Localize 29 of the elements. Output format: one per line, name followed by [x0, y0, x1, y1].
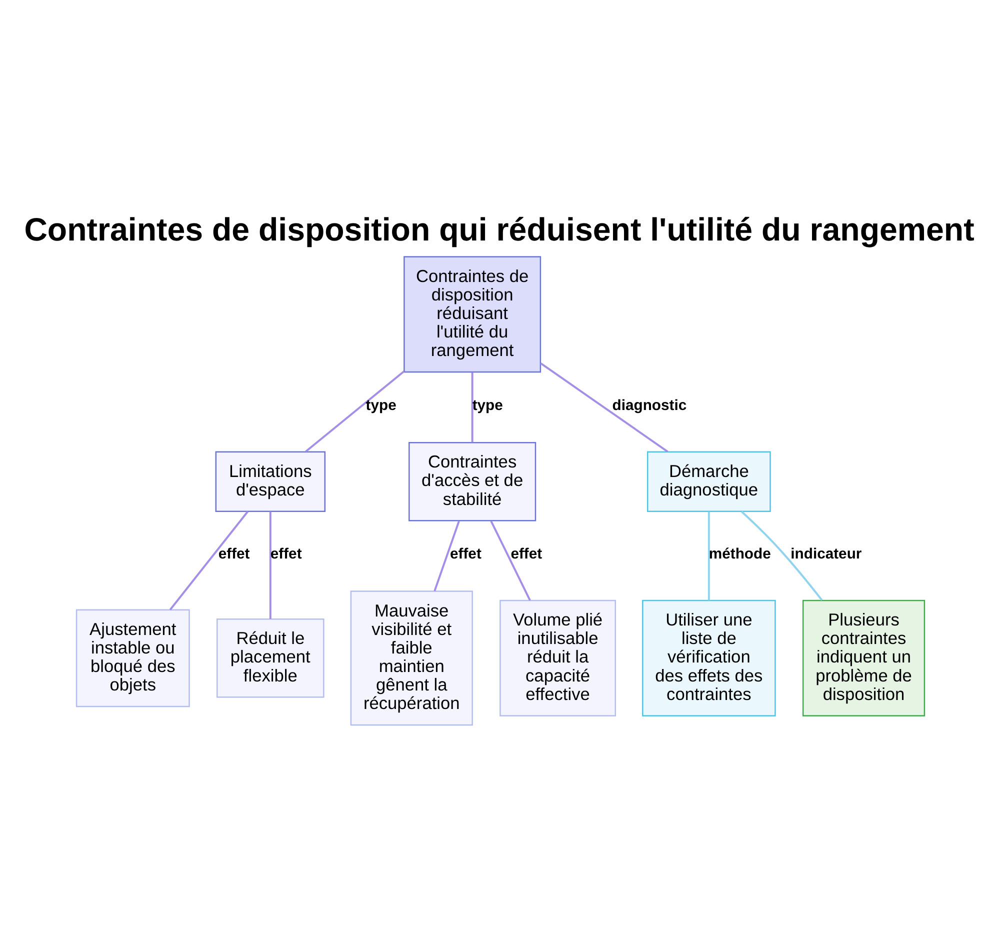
edge-label: effet	[450, 546, 481, 562]
node-box: Réduit le placement flexible	[216, 618, 324, 698]
node-box: Ajustement instable ou bloqué des objets	[75, 608, 190, 707]
edge-label: effet	[270, 546, 302, 562]
node-box: Contraintes de disposition réduisant l'utilité du rangement	[403, 256, 541, 372]
connector	[490, 520, 530, 600]
edge-label: méthode	[708, 546, 770, 562]
edge-label: effet	[218, 546, 250, 562]
edge-label: indicateur	[790, 546, 862, 562]
node-box: Contraintes d'accès et de stabilité	[408, 441, 536, 521]
connector	[268, 511, 271, 618]
node-box: Plusieurs contraintes indiquent un problème de disposition	[802, 599, 925, 716]
node-box: Démarche diagnostique	[646, 450, 770, 512]
diagram-title: Contraintes de disposition qui réduisent l'utilité du rangement	[24, 210, 974, 247]
connector	[707, 511, 710, 600]
edge-label: effet	[510, 546, 542, 562]
node-box: Mauvaise visibilité et faible maintien gênent la récupération	[350, 590, 472, 726]
node-box: Utiliser une liste de vérification des effets des contraintes	[642, 599, 776, 716]
connector	[304, 370, 404, 452]
connector	[740, 510, 822, 600]
node-box: Limitations d'espace	[214, 450, 326, 512]
edge-label: diagnostic	[612, 397, 686, 414]
connector	[540, 362, 668, 452]
connector	[168, 510, 248, 610]
edge-label: type	[472, 397, 502, 414]
node-box: Volume plié inutilisable réduit la capacité effective	[499, 599, 616, 716]
edge-label: type	[365, 397, 396, 414]
connector	[433, 520, 460, 591]
connector	[470, 372, 473, 442]
